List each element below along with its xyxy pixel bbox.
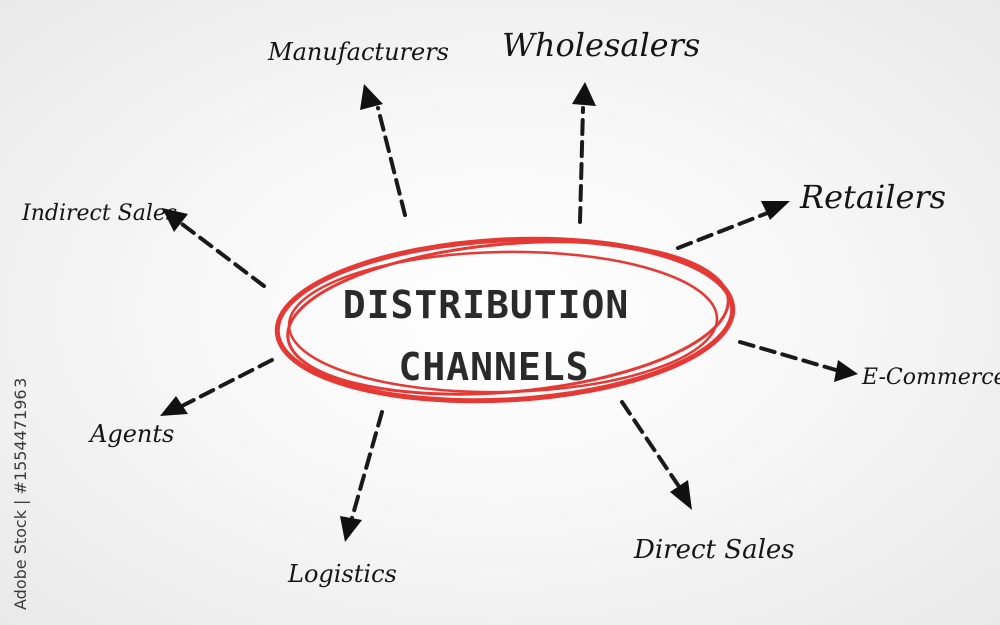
arrow-ecommerce bbox=[738, 340, 858, 382]
arrow-logistics bbox=[340, 410, 384, 542]
arrow-indirect-sales bbox=[162, 208, 266, 288]
ring-stroke-1 bbox=[274, 236, 736, 404]
node-retailers: Retailers bbox=[799, 178, 946, 216]
arrow-manufacturers bbox=[360, 84, 407, 217]
arrow-wholesalers bbox=[572, 82, 596, 224]
arrow-agents bbox=[160, 358, 274, 416]
node-manufacturers: Manufacturers bbox=[267, 38, 449, 66]
node-wholesalers: Wholesalers bbox=[502, 26, 700, 64]
node-indirect-sales: Indirect Sales bbox=[21, 201, 177, 226]
arrow-direct-sales bbox=[620, 400, 692, 510]
center-ring bbox=[274, 236, 736, 404]
ring-stroke-3 bbox=[287, 250, 719, 394]
center-title-line-2: CHANNELS bbox=[398, 345, 589, 389]
arrow-retailers bbox=[676, 201, 790, 250]
node-agents: Agents bbox=[88, 420, 174, 448]
node-ecommerce: E-Commerce bbox=[861, 365, 1000, 390]
watermark-side-text: Adobe Stock | #155447196 3 bbox=[11, 378, 30, 610]
center-title-line-1: DISTRIBUTION bbox=[343, 283, 630, 327]
node-direct-sales: Direct Sales bbox=[633, 535, 795, 565]
node-logistics: Logistics bbox=[287, 560, 397, 588]
